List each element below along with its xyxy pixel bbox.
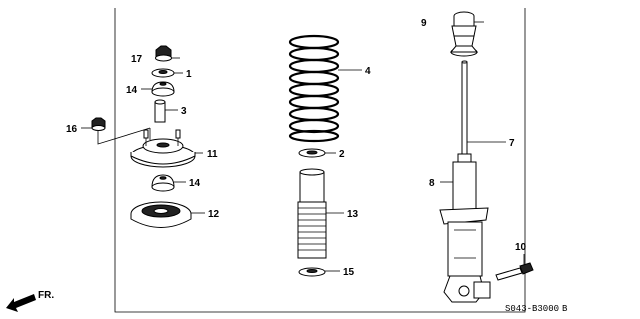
part-12-bump-washer [298, 267, 326, 277]
part-15-bolt [495, 262, 534, 281]
part-14-bushing-upper [151, 81, 175, 97]
direction-label: FR. [38, 290, 54, 301]
part-11-dust-boot [297, 168, 327, 259]
part-7-shock-absorber [439, 60, 491, 303]
callout-7: 7 [509, 138, 515, 149]
callout-14-lower: 14 [189, 178, 201, 189]
callout-1: 1 [186, 69, 192, 80]
callout-13: 9 [421, 18, 427, 29]
part-13-bump-rubber [449, 11, 479, 57]
part-3-collar [154, 99, 166, 123]
part-code-suffix: B [562, 304, 568, 314]
part-10-spring-seat [130, 201, 192, 228]
callout-10: 12 [208, 209, 220, 220]
part-code: S043-B3000 [505, 304, 559, 314]
part-2-washer [298, 148, 326, 158]
part-14-bushing-lower [151, 174, 175, 192]
frame-line [114, 8, 526, 313]
part-1-washer [151, 68, 175, 78]
callout-9: 11 [207, 149, 218, 160]
part-4-coil-spring [288, 34, 340, 143]
part-16-nut [155, 45, 172, 62]
callout-17: 16 [66, 124, 78, 135]
callout-4: 4 [365, 66, 371, 77]
callout-14-upper: 14 [126, 85, 138, 96]
callout-11: 13 [347, 209, 359, 220]
callout-15: 10 [515, 242, 527, 253]
front-direction-arrow [6, 294, 36, 312]
part-9-upper-mount [130, 128, 196, 168]
callout-12: 15 [343, 267, 355, 278]
callout-16: 17 [131, 54, 143, 65]
part-17-bolt [91, 117, 106, 131]
callout-3: 3 [181, 106, 187, 117]
callout-8: 8 [429, 178, 435, 189]
callout-2: 2 [339, 149, 345, 160]
